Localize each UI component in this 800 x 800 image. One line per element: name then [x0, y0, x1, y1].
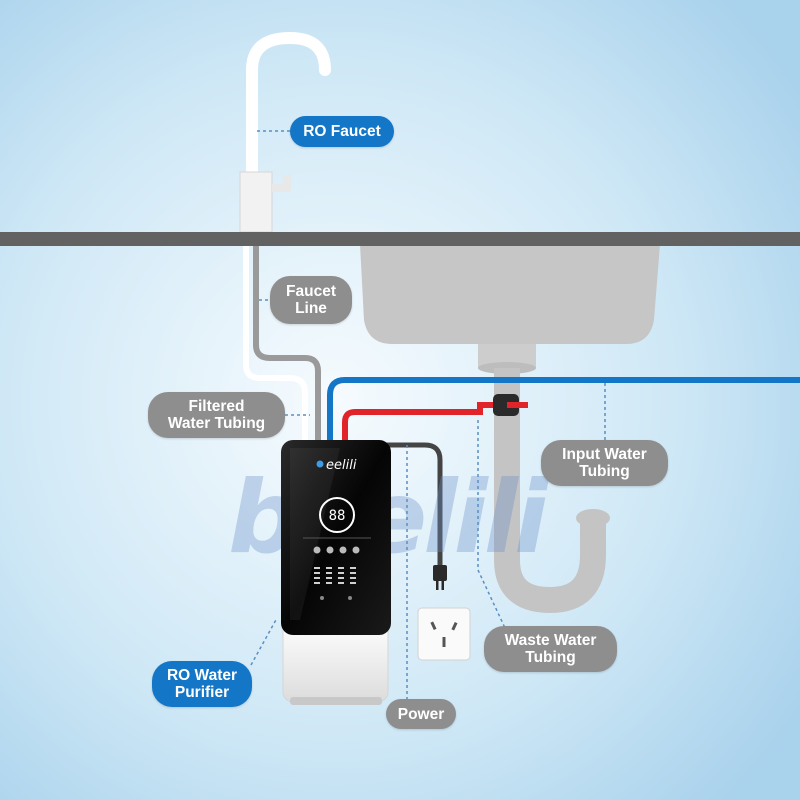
- sink-icon: [360, 244, 660, 614]
- device-display: 88: [329, 508, 346, 524]
- waste-water-tube: [342, 402, 507, 440]
- label-filtered-line2: Water Tubing: [167, 415, 266, 432]
- label-filtered-line1: Filtered: [188, 398, 245, 415]
- label-faucet-line-line1: Faucet: [286, 283, 336, 300]
- ro-water-purifier-device: eelili 88: [281, 440, 391, 705]
- filtered-water-tube: [243, 246, 308, 440]
- label-ro-faucet-text: RO Faucet: [303, 123, 381, 140]
- label-waste-line2: Tubing: [525, 649, 576, 666]
- label-purifier-line1: RO Water: [166, 667, 238, 684]
- label-ro-water-purifier: RO Water Purifier: [152, 661, 252, 707]
- label-filtered-water-tubing: Filtered Water Tubing: [148, 392, 285, 438]
- label-input-water-tubing: Input Water Tubing: [541, 440, 668, 486]
- leader-lines: [250, 130, 606, 712]
- label-power: Power: [386, 699, 456, 729]
- power-cord: [372, 442, 443, 565]
- label-input-line1: Input Water: [562, 446, 647, 463]
- label-power-text: Power: [397, 705, 445, 723]
- drain-clamp: [493, 394, 519, 416]
- label-purifier-line2: Purifier: [174, 684, 230, 701]
- countertop: [0, 232, 800, 246]
- label-waste-line1: Waste Water: [504, 632, 597, 649]
- label-faucet-line: Faucet Line: [270, 276, 352, 324]
- label-faucet-line-line2: Line: [295, 300, 327, 317]
- input-water-tube: [327, 377, 800, 440]
- power-outlet-icon: [417, 607, 471, 661]
- label-input-line2: Tubing: [579, 463, 630, 480]
- device-brand-logo: eelili: [326, 458, 357, 473]
- label-ro-faucet: RO Faucet: [290, 116, 394, 147]
- faucet-line-tube: [253, 246, 321, 440]
- label-waste-water-tubing: Waste Water Tubing: [484, 626, 617, 672]
- power-plug-icon: [433, 565, 447, 590]
